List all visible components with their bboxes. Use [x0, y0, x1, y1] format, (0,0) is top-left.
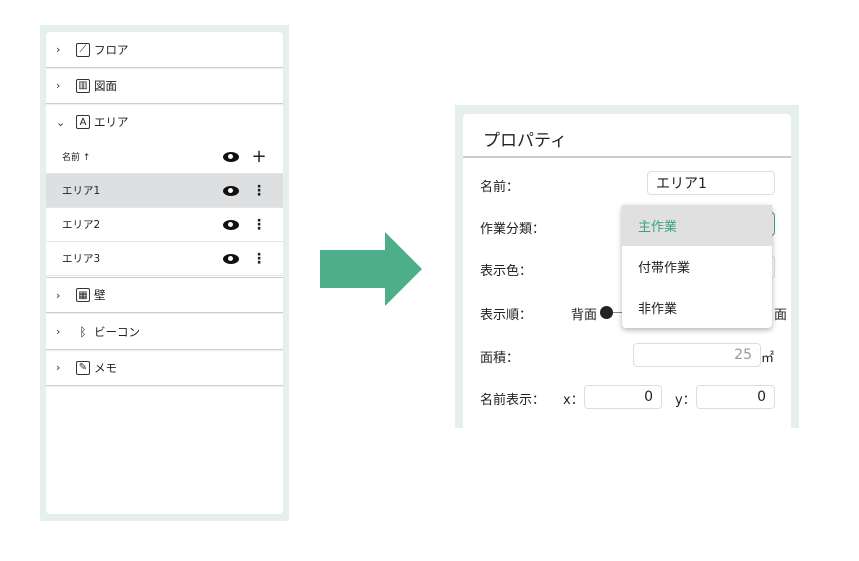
more-icon[interactable]: ⋮ — [252, 216, 266, 233]
section-memo[interactable]: › ✎ メモ — [46, 350, 283, 386]
map-icon: ▥ — [76, 78, 90, 93]
y-input[interactable]: 0 — [696, 385, 775, 409]
add-icon[interactable]: + — [251, 145, 267, 167]
category-label: 作業分類： — [480, 222, 546, 237]
right-arrow-icon — [320, 232, 422, 306]
eye-icon[interactable] — [223, 219, 239, 230]
menu-item-non-work[interactable]: 非作業 — [638, 302, 678, 317]
chevron-right-icon: › — [56, 43, 61, 56]
section-label: エリア — [94, 115, 129, 129]
chevron-right-icon: › — [56, 79, 61, 92]
sort-by-name[interactable]: 名前 ↑ — [62, 150, 223, 163]
area-icon: A — [76, 115, 90, 129]
section-wall[interactable]: › ▦ 壁 — [46, 277, 283, 313]
sort-arrow-icon: ↑ — [82, 153, 91, 163]
area-unit: ㎡ — [761, 351, 775, 366]
sort-label: 名前 — [62, 153, 81, 163]
order-label: 表示順： — [480, 308, 533, 323]
x-input[interactable]: 0 — [584, 385, 662, 409]
eye-icon[interactable] — [223, 185, 239, 196]
order-front-label: 面 — [774, 308, 788, 323]
name-position-label: 名前表示： — [480, 393, 546, 408]
chevron-down-icon: ⌄ — [56, 115, 66, 129]
divider — [463, 156, 791, 158]
name-label: 名前： — [480, 180, 520, 195]
floor-icon: ⟋ — [76, 42, 90, 57]
category-dropdown-menu: 主作業 付帯作業 非作業 — [622, 205, 772, 328]
list-item[interactable]: エリア1 ⋮ — [46, 174, 283, 208]
section-beacon[interactable]: › ᛒ ビーコン — [46, 314, 283, 350]
chevron-right-icon: › — [56, 288, 61, 302]
memo-icon: ✎ — [76, 360, 90, 375]
item-label: エリア2 — [62, 219, 101, 231]
section-area[interactable]: ⌄ A エリア — [46, 104, 283, 140]
eye-icon[interactable] — [223, 151, 239, 162]
y-label: y： — [675, 393, 696, 408]
list-item[interactable]: エリア2 ⋮ — [46, 208, 283, 242]
more-icon[interactable]: ⋮ — [252, 182, 266, 199]
chevron-right-icon: › — [56, 361, 61, 374]
menu-item-incidental-work[interactable]: 付帯作業 — [638, 261, 691, 276]
wall-icon: ▦ — [76, 288, 90, 302]
order-back-label: 背面 — [571, 308, 598, 323]
section-label: 図面 — [94, 78, 117, 93]
area-label: 面積： — [480, 351, 520, 366]
x-label: x： — [563, 393, 584, 408]
item-label: エリア3 — [62, 253, 101, 265]
color-label: 表示色： — [480, 264, 533, 279]
section-label: ビーコン — [94, 324, 140, 339]
section-floor[interactable]: › ⟋ フロア — [46, 32, 283, 68]
section-label: メモ — [94, 360, 117, 375]
layer-panel: › ⟋ フロア › ▥ 図面 ⌄ A エリア 名前 ↑ + エリア1 ⋮ エリア2 ⋮ エリア3… — [46, 32, 283, 514]
section-label: フロア — [94, 42, 129, 57]
section-map[interactable]: › ▥ 図面 — [46, 68, 283, 104]
panel-title: プロパティ — [483, 131, 567, 151]
item-label: エリア1 — [62, 185, 101, 197]
bluetooth-icon: ᛒ — [79, 324, 87, 339]
list-item[interactable]: エリア3 ⋮ — [46, 242, 283, 276]
more-icon[interactable]: ⋮ — [252, 250, 266, 267]
eye-icon[interactable] — [223, 253, 239, 264]
menu-item-main-work[interactable]: 主作業 — [622, 205, 772, 246]
area-list-header: 名前 ↑ + — [46, 140, 283, 174]
section-label: 壁 — [94, 288, 106, 302]
chevron-right-icon: › — [56, 325, 61, 338]
area-input: 25 — [633, 343, 761, 367]
name-input[interactable]: エリア1 — [647, 171, 775, 195]
order-slider-thumb[interactable] — [600, 306, 613, 319]
